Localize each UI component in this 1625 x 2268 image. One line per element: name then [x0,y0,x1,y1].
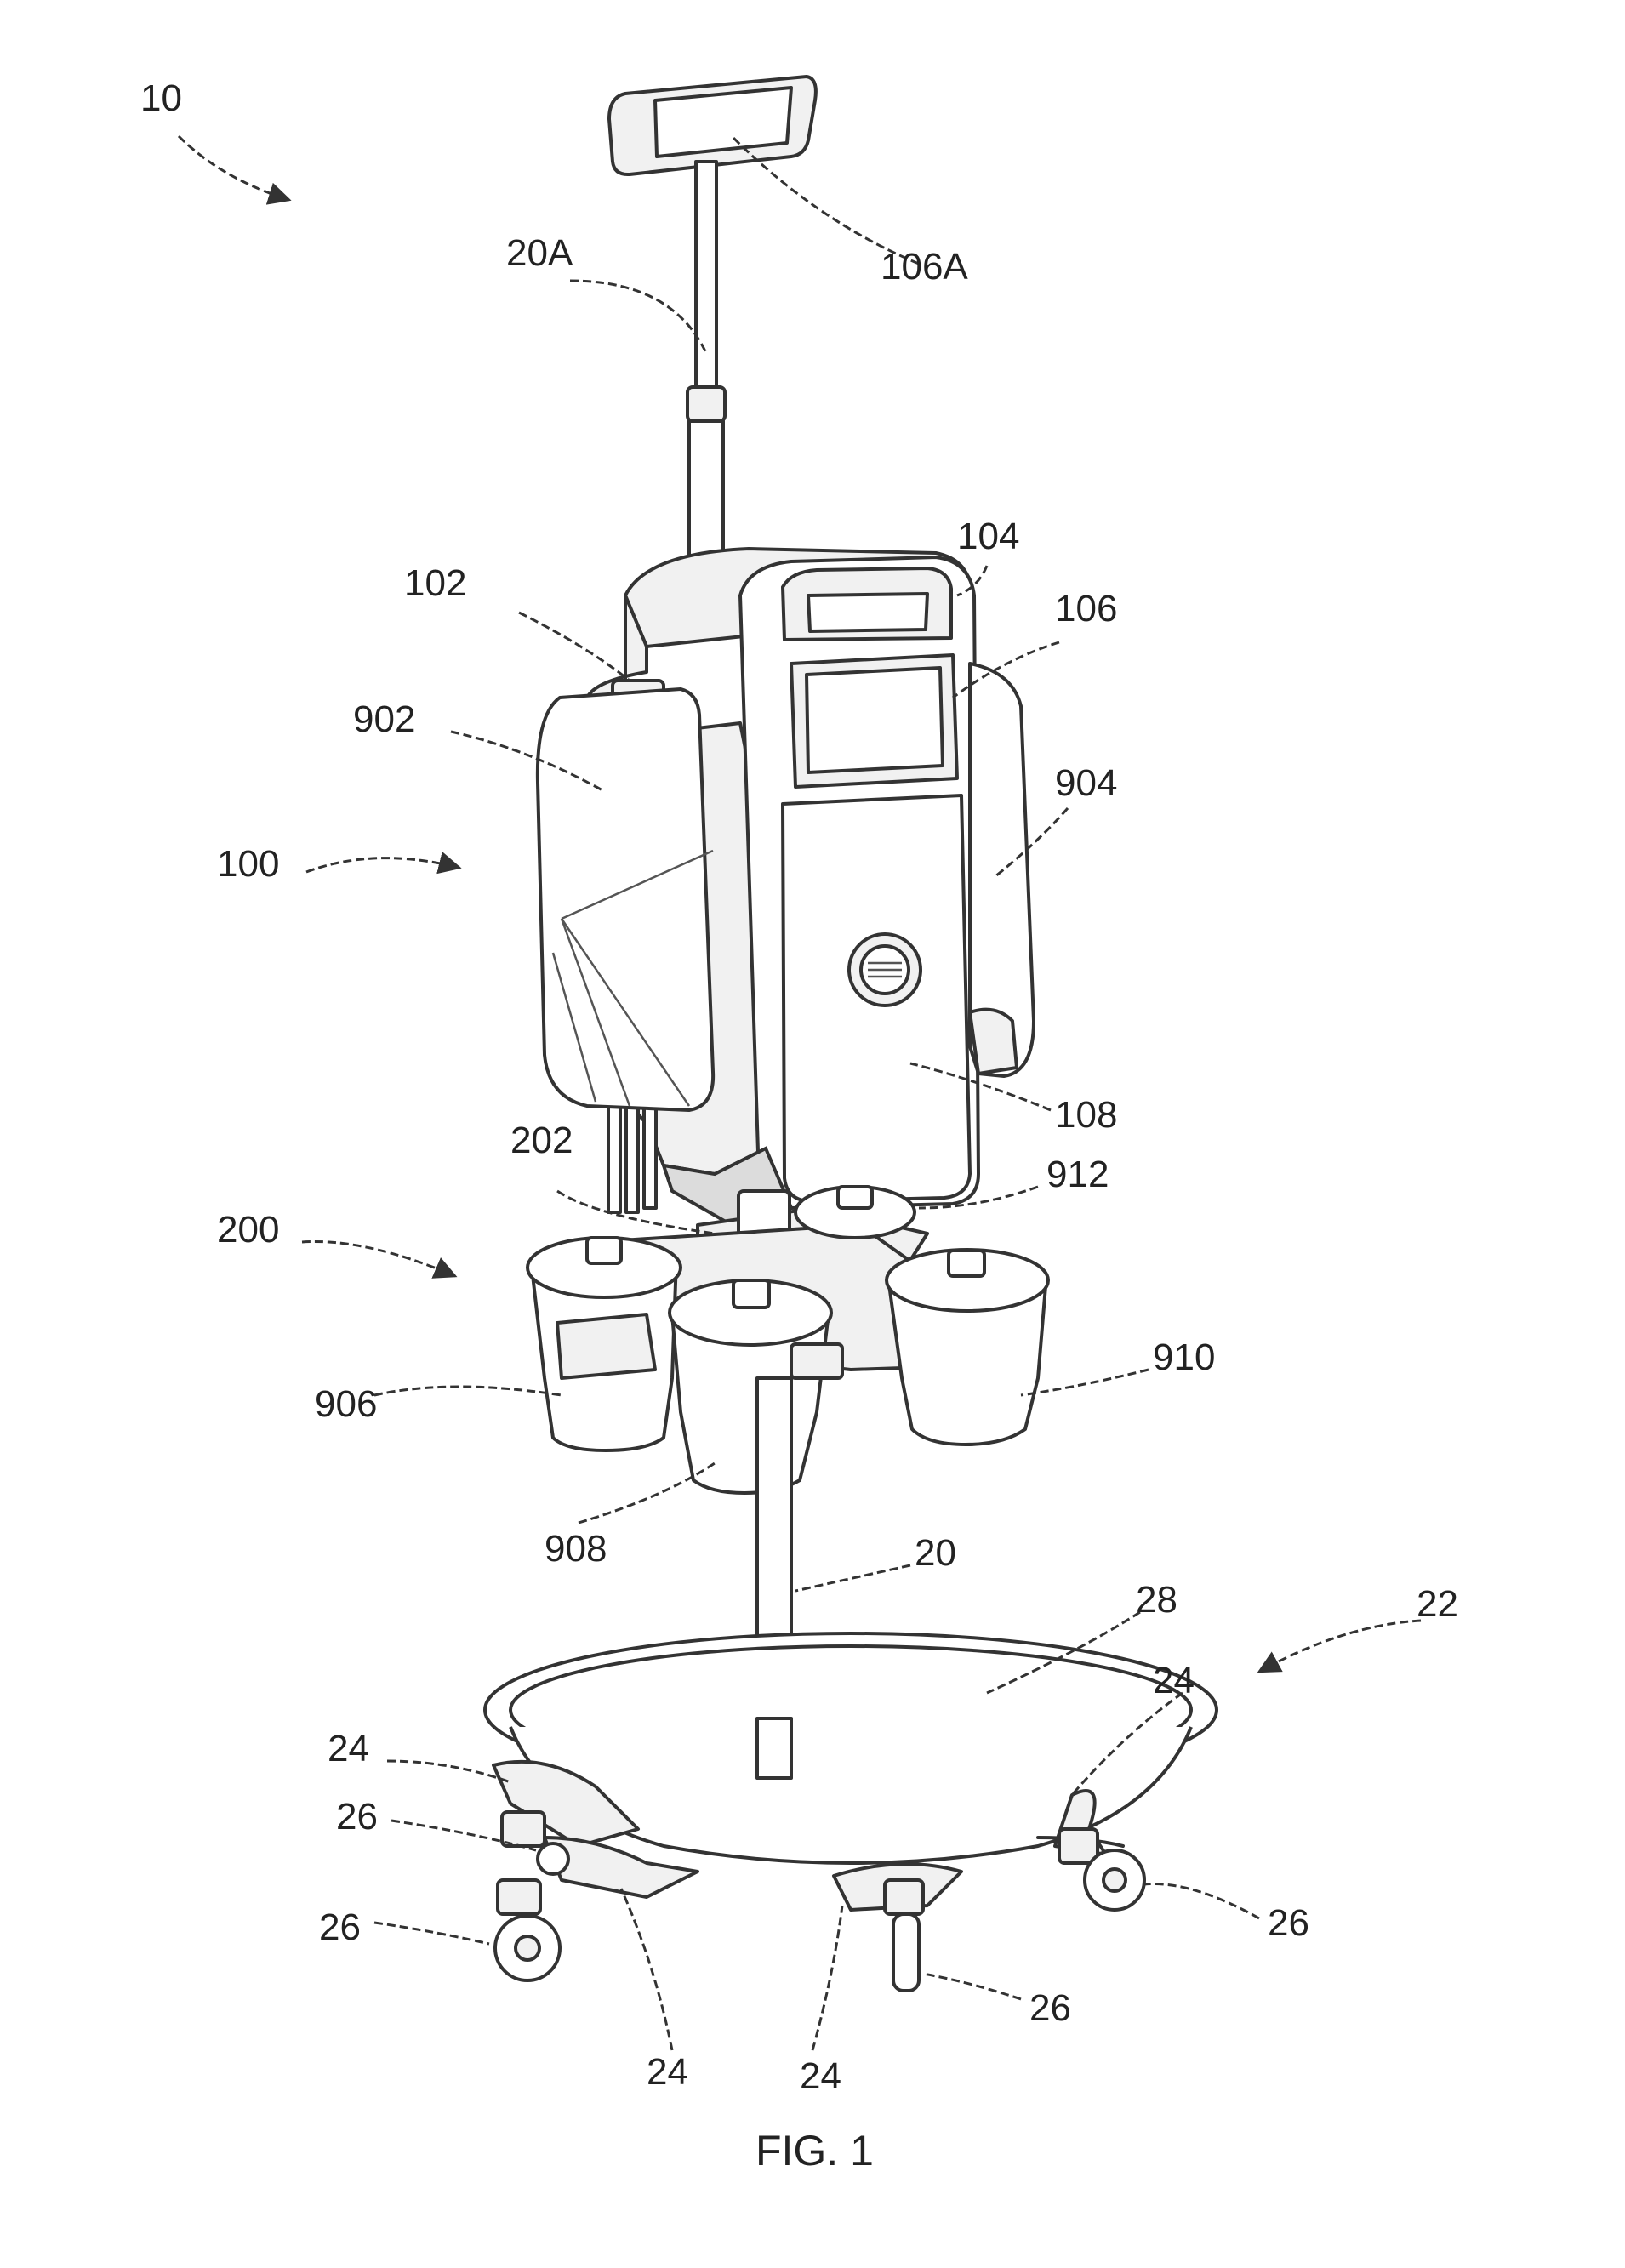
label-system: 10 [140,77,182,119]
label-bottle-rear: 912 [1046,1154,1109,1195]
remote-display [609,77,816,174]
label-leg-left: 24 [328,1728,369,1769]
label-remote-display: 106A [881,246,968,288]
label-caster-bottom: 26 [1029,1987,1071,2029]
upper-pole [687,162,725,591]
label-upper-pole: 20A [506,232,573,274]
label-bottle-right: 910 [1153,1336,1215,1378]
label-leg-bottom-left: 24 [647,2051,688,2093]
label-base: 22 [1417,1583,1458,1625]
label-left-bag: 902 [353,698,415,740]
left-bag [538,689,713,1110]
label-caster-left-lower: 26 [319,1906,361,1948]
label-console: 100 [217,843,279,885]
label-leg-right: 24 [1153,1660,1195,1701]
label-part-102: 102 [404,562,466,604]
label-caster-left-upper: 26 [336,1796,378,1838]
bottle-right [887,1250,1048,1445]
cart-drawing [485,77,1217,1991]
label-screen: 106 [1055,588,1117,630]
label-right-bag: 904 [1055,762,1117,804]
label-lower-pole: 20 [915,1532,956,1574]
label-basin: 28 [1136,1579,1177,1621]
bottle-left [527,1238,681,1450]
label-door: 108 [1055,1094,1117,1136]
label-bottle-front: 908 [545,1528,607,1570]
figure-caption: FIG. 1 [755,2127,874,2174]
label-leg-bottom-right: 24 [800,2055,841,2097]
label-caster-right: 26 [1268,1902,1309,1944]
bottle-rear [795,1187,915,1238]
label-bottle-left: 906 [315,1383,377,1425]
label-hub: 202 [510,1120,573,1161]
label-handle: 104 [957,516,1019,557]
label-manifold: 200 [217,1209,279,1251]
